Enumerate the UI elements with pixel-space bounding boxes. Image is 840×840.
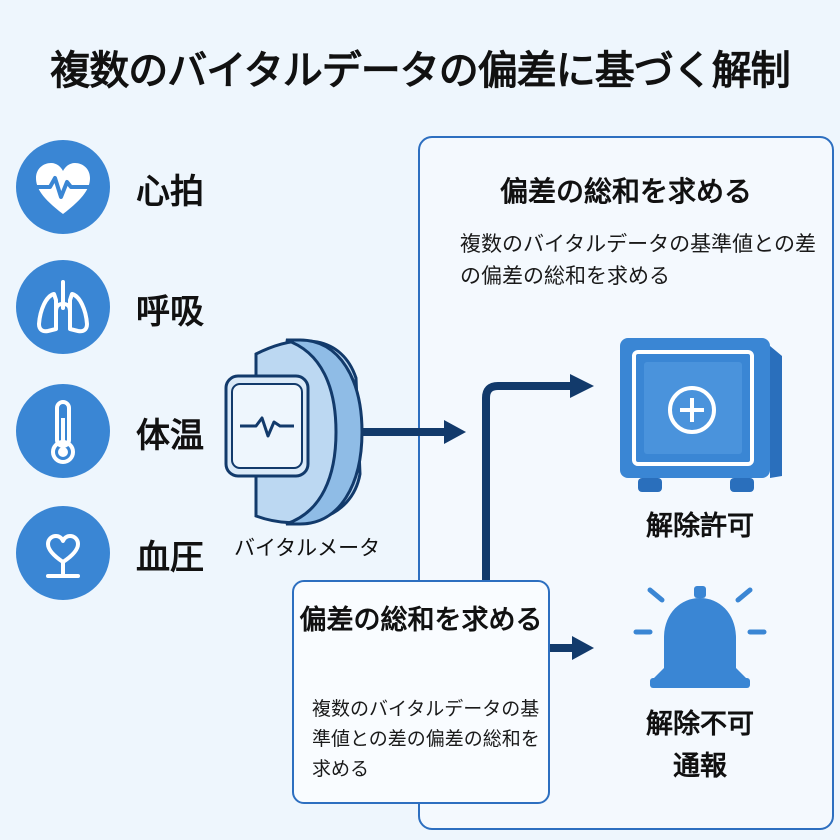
vital-label-blood-pressure: 血圧 (136, 538, 204, 578)
vital-label-respiration: 呼吸 (136, 292, 204, 332)
vital-label-heart-rate: 心拍 (136, 172, 204, 212)
thermometer-icon (16, 384, 110, 478)
heart-pulse-icon (16, 140, 110, 234)
blood-pressure-icon (16, 506, 110, 600)
outcome-deny-label: 解除不可通報 (646, 709, 754, 782)
panel-description: 複数のバイタルデータの基準値との差の偏差の総和を求める (460, 232, 816, 288)
vital-label-body-temperature: 体温 (136, 416, 204, 456)
box-description: 複数のバイタルデータの基準値との差の偏差の総和を求める (312, 698, 540, 780)
deviation-sum-box (292, 580, 550, 804)
page-title: 複数のバイタルデータの偏差に基づく解制 (50, 48, 790, 94)
box-title: 偏差の総和を求める (299, 605, 543, 636)
lungs-icon (16, 260, 110, 354)
panel-title: 偏差の総和を求める (499, 175, 752, 208)
outcome-permit-label: 解除許可 (646, 511, 754, 542)
device-label: バイタルメータ (234, 536, 381, 560)
